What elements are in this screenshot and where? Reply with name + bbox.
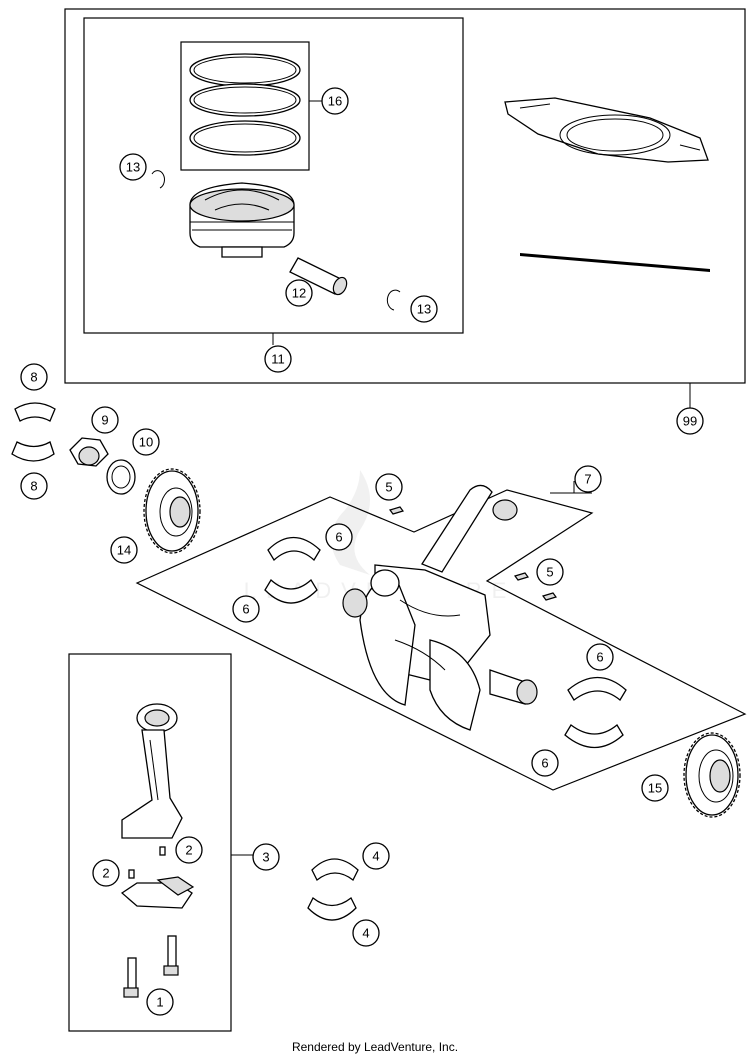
callout-13-right[interactable]: 13 <box>410 295 438 323</box>
dowel-pin-a <box>159 846 166 856</box>
svg-text:1: 1 <box>156 995 163 1010</box>
nut <box>69 437 109 467</box>
crankshaft <box>342 484 538 731</box>
svg-text:10: 10 <box>139 435 153 450</box>
callout-6-b[interactable]: 6 <box>232 595 260 623</box>
callout-14[interactable]: 14 <box>110 536 138 564</box>
svg-text:11: 11 <box>271 352 285 367</box>
piston-rings <box>189 53 301 156</box>
svg-text:5: 5 <box>385 480 392 495</box>
svg-text:14: 14 <box>117 543 131 558</box>
callout-15[interactable]: 15 <box>641 774 669 802</box>
svg-text:2: 2 <box>185 843 192 858</box>
piston <box>189 182 295 258</box>
svg-text:12: 12 <box>292 286 306 301</box>
callout-99[interactable]: 99 <box>676 407 704 435</box>
svg-text:8: 8 <box>30 370 37 385</box>
key-lower <box>542 592 557 601</box>
circlip-left <box>151 170 165 189</box>
base-gasket <box>520 253 710 272</box>
callout-5-upper[interactable]: 5 <box>375 473 403 501</box>
callout-4-upper[interactable]: 4 <box>362 842 390 870</box>
conrod-frame-3 <box>68 653 232 1032</box>
ring-frame-16 <box>180 41 310 171</box>
svg-text:4: 4 <box>372 849 379 864</box>
main-bearing-6c <box>567 677 627 701</box>
washer <box>106 459 136 495</box>
callout-9[interactable]: 9 <box>91 406 119 434</box>
main-bearing-6a <box>267 537 321 562</box>
callout-16[interactable]: 16 <box>321 87 349 115</box>
callout-7[interactable]: 7 <box>574 465 602 493</box>
crankshaft-frame-7 <box>135 489 747 791</box>
svg-text:16: 16 <box>328 94 342 109</box>
bearing-shell-8-lower <box>11 441 55 462</box>
svg-text:6: 6 <box>242 602 249 617</box>
piston-pin <box>289 257 348 296</box>
svg-text:7: 7 <box>584 472 591 487</box>
callout-2-left[interactable]: 2 <box>92 859 120 887</box>
callout-13-left[interactable]: 13 <box>119 153 147 181</box>
key-middle <box>514 572 529 581</box>
callout-11[interactable]: 11 <box>264 345 292 373</box>
key-upper <box>389 506 404 515</box>
svg-text:6: 6 <box>596 650 603 665</box>
footer-credit: Rendered by LeadVenture, Inc. <box>291 1040 459 1054</box>
svg-text:6: 6 <box>335 530 342 545</box>
circlip-right <box>386 289 401 311</box>
svg-text:6: 6 <box>541 756 548 771</box>
svg-text:15: 15 <box>648 781 662 796</box>
callout-2-right[interactable]: 2 <box>175 836 203 864</box>
callout-6-c[interactable]: 6 <box>586 643 614 671</box>
svg-text:13: 13 <box>126 160 140 175</box>
main-bearing-6b <box>264 578 318 604</box>
dowel-pin-b <box>128 869 135 879</box>
kit-frame-99 <box>64 8 746 384</box>
svg-text:8: 8 <box>30 479 37 494</box>
svg-text:4: 4 <box>362 926 369 941</box>
svg-text:5: 5 <box>546 565 553 580</box>
conrod-bolt-right <box>163 935 179 976</box>
svg-text:13: 13 <box>417 302 431 317</box>
conrod-bolt-left <box>123 957 139 998</box>
connecting-rod <box>120 703 195 909</box>
callout-4-lower[interactable]: 4 <box>352 919 380 947</box>
svg-text:2: 2 <box>102 866 109 881</box>
callout-6-d[interactable]: 6 <box>531 749 559 777</box>
callout-8-bottom[interactable]: 8 <box>20 472 48 500</box>
conrod-bearing-4-upper <box>311 858 359 881</box>
callout-10[interactable]: 10 <box>132 428 160 456</box>
callout-5-lower[interactable]: 5 <box>536 558 564 586</box>
svg-text:3: 3 <box>262 850 269 865</box>
svg-text:9: 9 <box>101 413 108 428</box>
bearing-shell-8-upper <box>14 402 56 422</box>
callout-1[interactable]: 1 <box>146 988 174 1016</box>
callout-12[interactable]: 12 <box>285 279 313 307</box>
callout-6-a[interactable]: 6 <box>325 523 353 551</box>
conrod-bearing-4-lower <box>307 896 357 921</box>
primary-gear <box>143 468 201 554</box>
svg-text:99: 99 <box>683 414 697 429</box>
head-gasket <box>504 97 709 163</box>
callout-3[interactable]: 3 <box>252 843 280 871</box>
callout-8-top[interactable]: 8 <box>20 363 48 391</box>
leader-lines <box>231 100 691 856</box>
balancer-gear <box>683 732 741 818</box>
main-bearing-6d <box>564 724 624 748</box>
